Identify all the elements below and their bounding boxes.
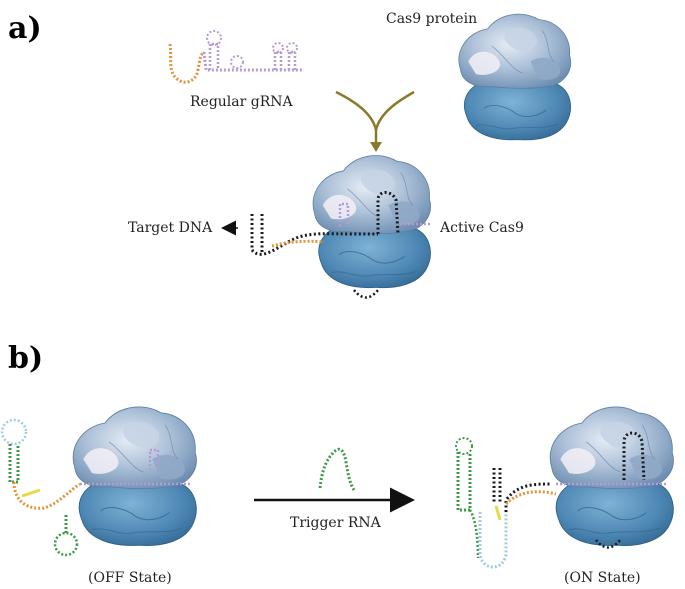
active-cas9-icon [312,155,432,289]
off-state-cas9-icon [72,406,197,547]
on-state-label: (ON State) [564,570,641,586]
cas9-protein-label: Cas9 protein [386,11,477,27]
panel-b-letter: b) [8,341,43,376]
off-state-complex [0,406,197,557]
active-cas9-label: Active Cas9 [439,220,524,236]
regular-grna-label: Regular gRNA [190,94,294,110]
trigger-rna-label: Trigger RNA [290,515,382,531]
on-state-cas9-icon [549,406,674,547]
panel-a-letter: a) [8,11,42,46]
merge-arrow [335,90,415,152]
regular-grna-illustration [168,30,304,84]
target-dna-label: Target DNA [128,220,213,236]
cas9-protein-icon [458,13,572,141]
on-state-complex [455,406,674,569]
trigger-rna-illustration [318,447,356,491]
off-state-label: (OFF State) [88,570,172,586]
active-cas9-complex [250,155,432,299]
